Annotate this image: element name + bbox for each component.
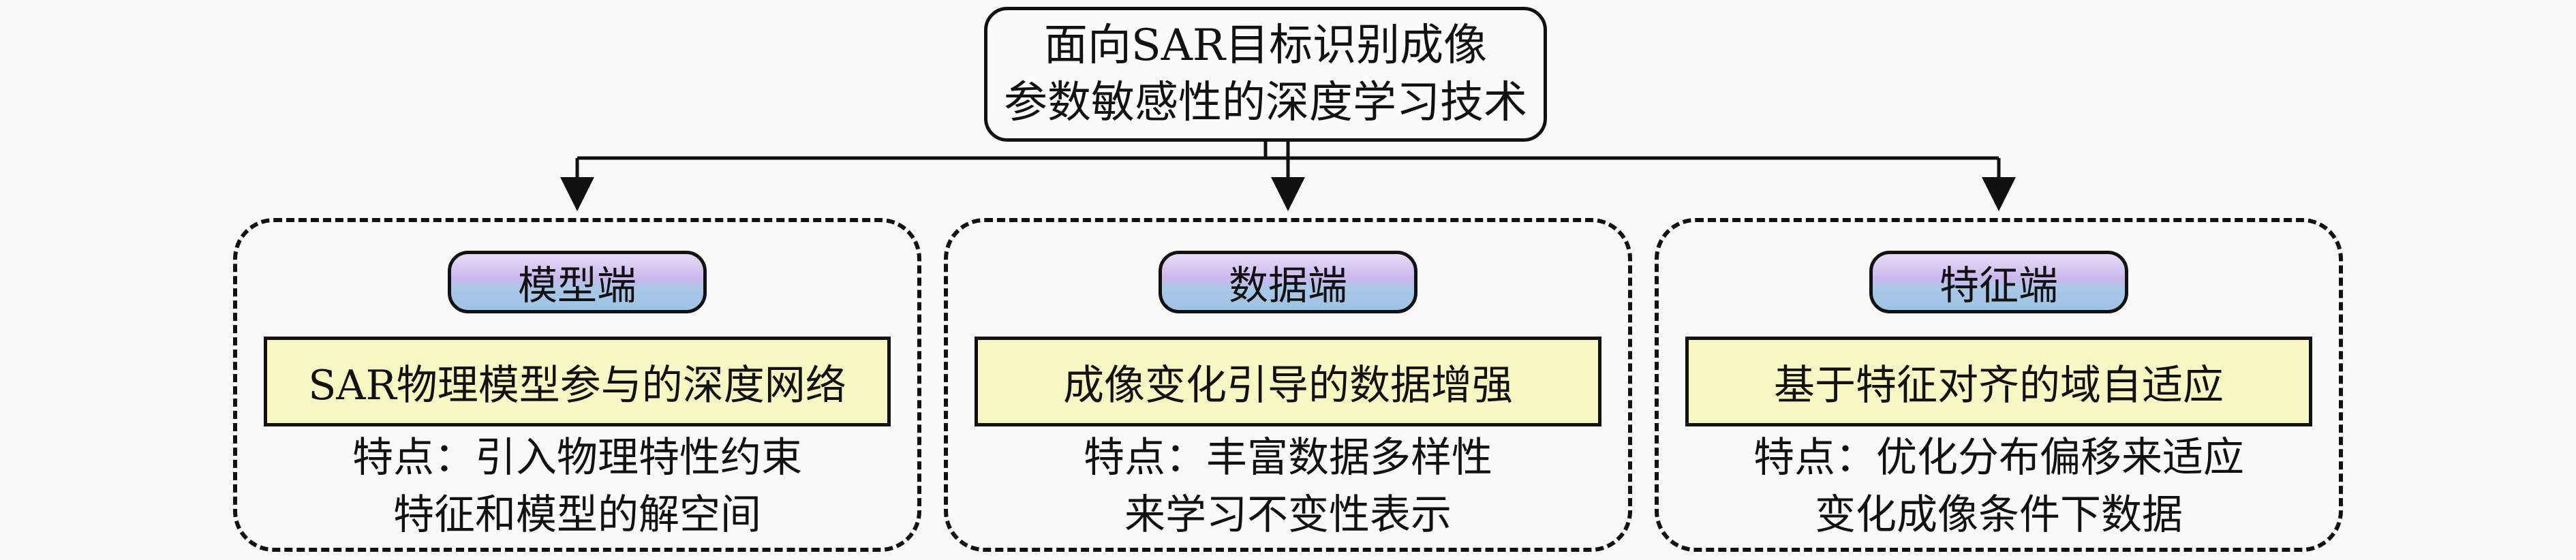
method-box-model: SAR物理模型参与的深度网络: [264, 337, 891, 426]
method-box-data: 成像变化引导的数据增强: [975, 337, 1601, 426]
branch-panel-model: 模型端 SAR物理模型参与的深度网络 特点：引入物理特性约束 特征和模型的解空间: [233, 218, 921, 552]
feature-text-model: 特点：引入物理特性约束 特征和模型的解空间: [237, 429, 917, 544]
feature-line-2: 特征和模型的解空间: [393, 491, 761, 539]
feature-line-1: 特点：引入物理特性约束: [352, 434, 802, 482]
branch-panel-data: 数据端 成像变化引导的数据增强 特点：丰富数据多样性 来学习不变性表示: [944, 218, 1632, 552]
feature-line-1: 特点：优化分布偏移来适应: [1753, 434, 2244, 482]
root-title-line1: 面向SAR目标识别成像: [1043, 20, 1488, 71]
branch-tag-feature: 特征端: [1869, 251, 2128, 313]
feature-text-feature: 特点：优化分布偏移来适应 变化成像条件下数据: [1659, 429, 2339, 544]
root-node: 面向SAR目标识别成像 参数敏感性的深度学习技术: [984, 7, 1547, 142]
branch-tag-model: 模型端: [448, 251, 707, 313]
branch-tag-data: 数据端: [1159, 251, 1417, 313]
root-title-line2: 参数敏感性的深度学习技术: [1004, 78, 1527, 128]
feature-line-1: 特点：丰富数据多样性: [1084, 434, 1492, 482]
method-box-feature: 基于特征对齐的域自适应: [1685, 337, 2312, 426]
feature-line-2: 变化成像条件下数据: [1815, 491, 2183, 539]
feature-line-2: 来学习不变性表示: [1124, 491, 1452, 539]
feature-text-data: 特点：丰富数据多样性 来学习不变性表示: [948, 429, 1628, 544]
branch-panel-feature: 特征端 基于特征对齐的域自适应 特点：优化分布偏移来适应 变化成像条件下数据: [1655, 218, 2343, 552]
